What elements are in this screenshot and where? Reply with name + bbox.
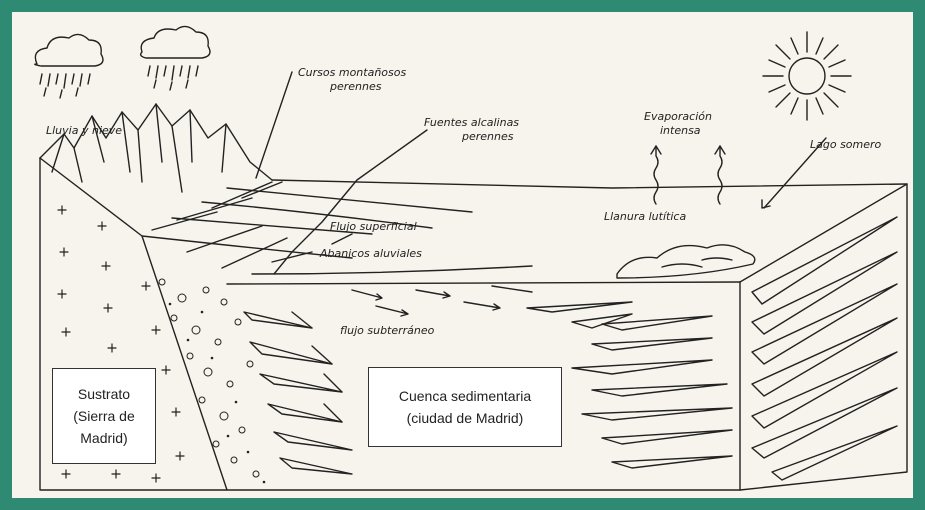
sun-icon (763, 32, 851, 120)
label-abanicos: Abanicos aluviales (319, 247, 422, 260)
sustrato-box: Sustrato (Sierra de Madrid) (52, 368, 156, 464)
sustrato-line-1: Sustrato (53, 383, 155, 405)
label-lago: Lago somero (810, 138, 882, 151)
label-fuentes-1: Fuentes alcalinas (424, 116, 519, 129)
sustrato-line-3: Madrid) (53, 427, 155, 449)
label-flujo-subterraneo: flujo subterráneo (340, 324, 435, 337)
cuenca-line-2: (ciudad de Madrid) (369, 407, 561, 429)
cuenca-line-1: Cuenca sedimentaria (369, 385, 561, 407)
label-evaporacion-2: intensa (660, 124, 701, 137)
label-cursos-1: Cursos montañosos (298, 66, 406, 79)
rain-cloud-icon (35, 26, 210, 98)
label-flujo-superficial: Flujo superficial (330, 220, 417, 233)
label-llanura: Llanura lutítica (604, 210, 686, 223)
cuenca-box: Cuenca sedimentaria (ciudad de Madrid) (368, 367, 562, 447)
label-fuentes-2: perennes (461, 130, 514, 143)
label-cursos-2: perennes (329, 80, 382, 93)
sustrato-line-2: (Sierra de (53, 405, 155, 427)
diagram-canvas: Lluvia y nieve Cursos montañosos perenne… (12, 12, 913, 498)
label-lluvia: Lluvia y nieve (46, 124, 122, 137)
label-evaporacion-1: Evaporación (644, 110, 712, 123)
